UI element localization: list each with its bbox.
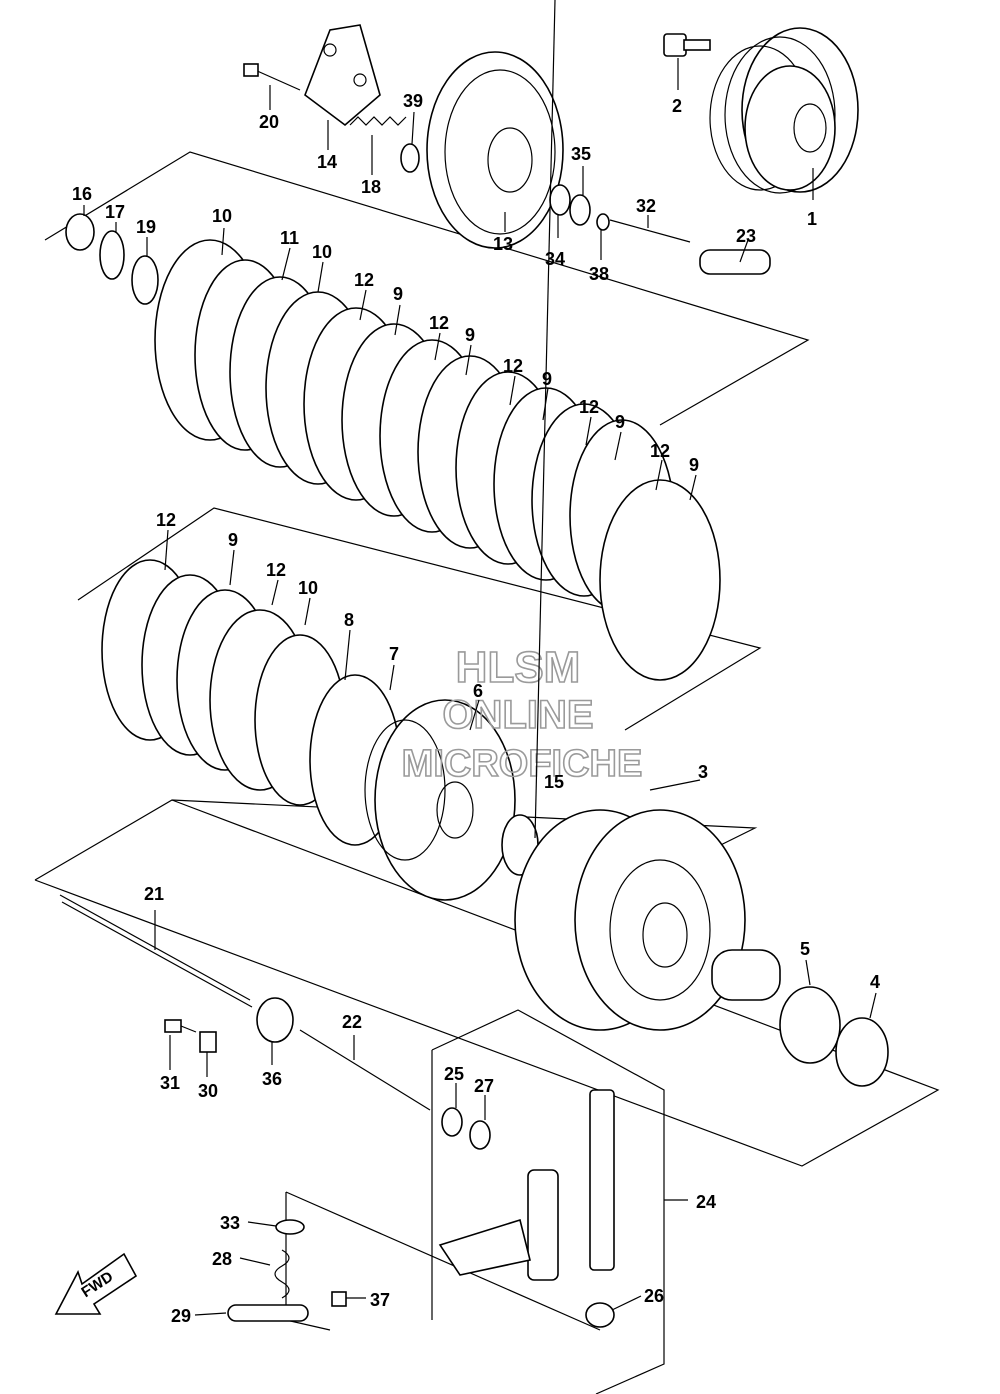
callout-9-5: 9 [689,455,699,475]
watermark: HLSM ONLINE MICROFICHE [401,642,643,786]
callout-36: 36 [262,1069,282,1089]
callout-labels: 1 2 3 4 5 6 7 8 9 9 9 9 9 9 10 10 10 11 … [72,91,880,1326]
callout-8: 8 [344,610,354,630]
part-17-oring [99,230,125,280]
callout-22: 22 [342,1012,362,1032]
callout-34: 34 [545,249,565,269]
callout-10-1: 10 [212,206,232,226]
part-1-primary-gear [709,27,859,194]
callout-2: 2 [672,96,682,116]
plate-stack-upper [154,239,721,681]
callout-13: 13 [493,234,513,254]
callout-32: 32 [636,196,656,216]
part-26-seal [585,1302,615,1328]
callout-12-6: 12 [156,510,176,530]
callout-33: 33 [220,1213,240,1233]
plate-stack-lower [101,559,401,846]
part-37-bolt [331,1291,347,1307]
part-24-release-arm [438,1089,615,1281]
leader-lines [83,0,877,1316]
callout-19: 19 [136,217,156,237]
callout-6: 6 [473,681,483,701]
part-30-plate [199,1031,217,1053]
part-20-bolt [243,63,301,91]
callout-23: 23 [736,226,756,246]
part-21-push-rod [59,894,253,1008]
watermark-line1: HLSM [456,643,581,692]
callout-11: 11 [280,228,299,248]
callout-14: 14 [317,152,337,172]
callout-12-3: 12 [503,356,523,376]
part-31-bolt [164,1019,197,1033]
callout-12-7: 12 [266,560,286,580]
part-25-oring [441,1107,463,1137]
callout-17: 17 [105,202,125,222]
part-22-rod [299,1029,431,1111]
watermark-line3: MICROFICHE [402,743,643,785]
callout-38: 38 [589,264,609,284]
part-14-plate [304,24,381,127]
watermark-line2: ONLINE [442,693,593,737]
callout-4: 4 [870,972,880,992]
callout-12-1: 12 [354,270,374,290]
callout-9-4: 9 [615,412,625,432]
part-38-nut [596,213,610,231]
part-39-ring [400,143,420,173]
callout-9-6: 9 [228,530,238,550]
callout-12-4: 12 [579,397,599,417]
part-23-pin [699,249,771,275]
part-6-clutch-hub [364,699,516,901]
callout-29: 29 [171,1306,191,1326]
callout-12-5: 12 [650,441,670,461]
callout-15: 15 [544,772,564,792]
callout-28: 28 [212,1249,232,1269]
callout-26: 26 [644,1286,664,1306]
callout-30: 30 [198,1081,218,1101]
part-27-bearing [469,1120,491,1150]
callout-31: 31 [160,1073,180,1093]
part-16-seal [65,213,95,251]
part-36-bearing [256,997,294,1043]
callout-16: 16 [72,184,92,204]
callout-1: 1 [807,209,817,229]
callout-18: 18 [361,177,381,197]
callout-3: 3 [698,762,708,782]
callout-10-3: 10 [298,578,318,598]
callout-35: 35 [571,144,591,164]
fwd-arrow-icon: FWD [54,1252,138,1315]
callout-10-2: 10 [312,242,332,262]
callout-25: 25 [444,1064,464,1084]
part-5-bearing [711,949,841,1064]
part-35-bearing [569,194,591,226]
part-29-lever [227,1304,309,1322]
part-18-spring [349,116,407,126]
part-32-rod [609,219,691,243]
callout-39: 39 [403,91,423,111]
part-34-washer [549,184,571,216]
callout-21: 21 [144,884,164,904]
part-3-clutch-basket [514,809,746,1031]
part-4-washer [835,1017,889,1087]
callout-20: 20 [259,112,279,132]
part-19-washer [131,255,159,305]
part-13-pressure-plate [426,51,564,249]
callout-9-1: 9 [393,284,403,304]
part-2-bolt [663,33,711,57]
part-33-washer [275,1219,305,1235]
callout-27: 27 [474,1076,494,1096]
callout-9-2: 9 [465,325,475,345]
callout-12-2: 12 [429,313,449,333]
callout-9-3: 9 [542,369,552,389]
callout-37: 37 [370,1290,390,1310]
callout-7: 7 [389,644,399,664]
callout-24: 24 [696,1192,716,1212]
part-28-spring [274,1249,290,1299]
callout-5: 5 [800,939,810,959]
